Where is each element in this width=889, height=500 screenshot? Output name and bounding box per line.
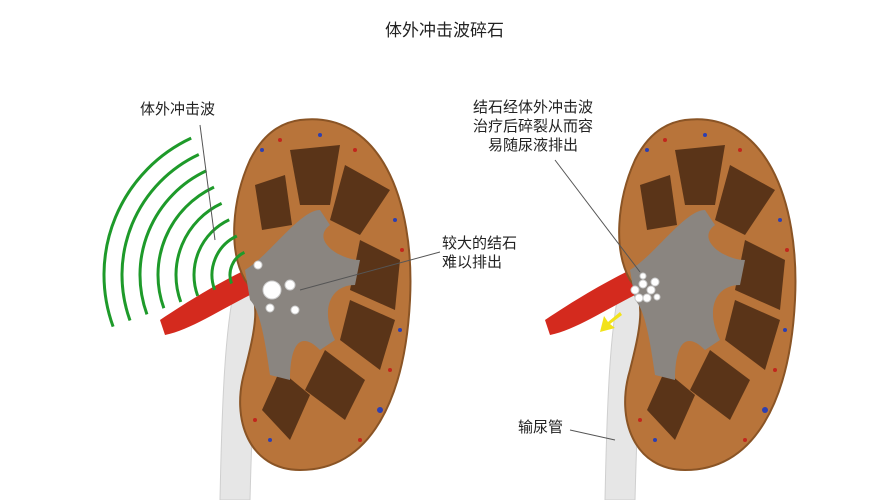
label-line: 较大的结石 [442,234,518,252]
label-shockwave: 体外冲击波 [140,100,216,118]
kidney-after [544,118,797,500]
shockwave-arc [138,169,208,315]
leader-lines [199,124,641,441]
shockwave-arc [228,250,246,285]
label-line: 结石经体外冲击波 [472,98,593,116]
page-title: 体外冲击波碎石 [385,21,504,41]
fragmented-stones [630,272,661,303]
shockwave-arc [102,136,192,328]
arrow-icon [600,312,622,332]
shockwave-arc [156,185,215,309]
shockwave-arcs [102,136,246,328]
label-large-stone: 较大的结石 难以排出 [442,234,517,272]
kidney-before [159,118,412,500]
shockwave-arc [120,153,200,322]
label-ureter: 输尿管 [518,418,564,436]
shockwave-arc [210,234,238,291]
label-line: 易随尿液排出 [487,136,578,154]
shockwave-arc [192,218,230,297]
large-stones [253,260,300,315]
label-line: 治疗后碎裂从而容 [472,117,593,135]
shockwave-arc [174,202,223,303]
label-line: 难以排出 [442,253,503,271]
label-fragmented: 结石经体外冲击波 治疗后碎裂从而容 易随尿液排出 [458,98,608,155]
